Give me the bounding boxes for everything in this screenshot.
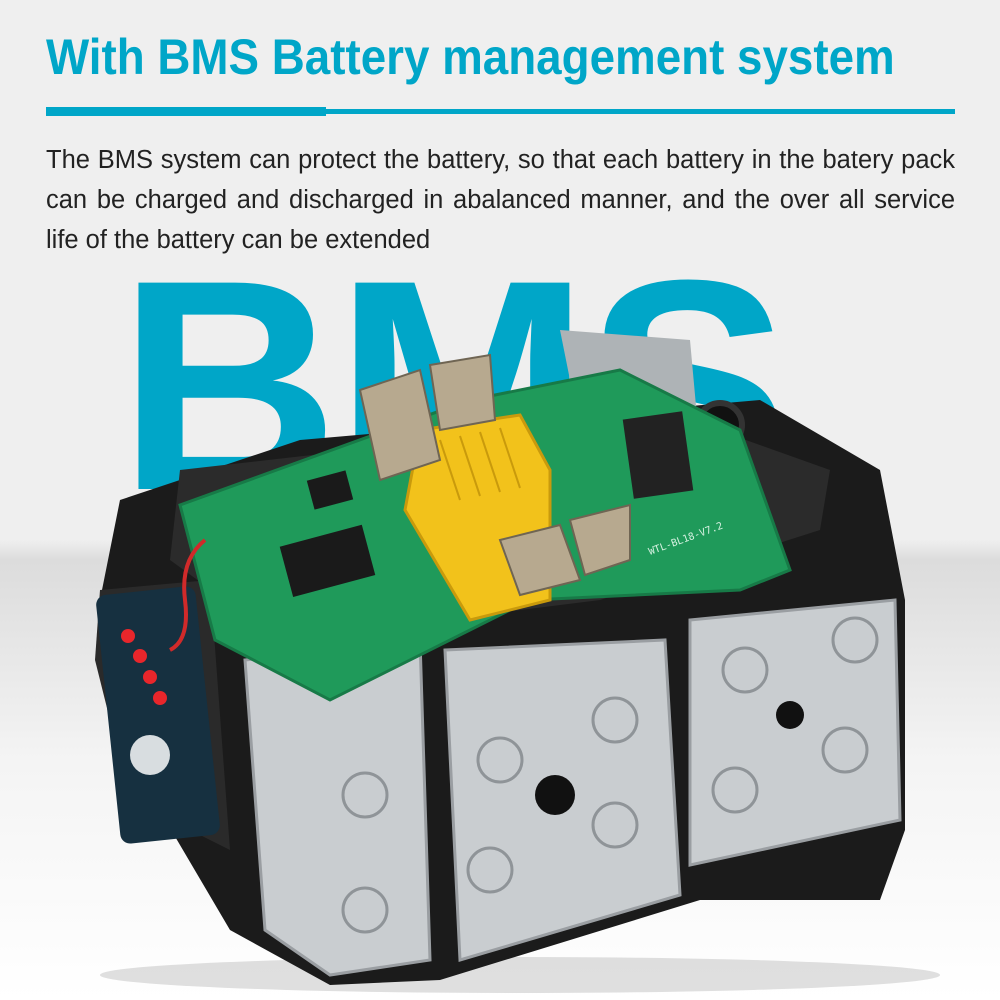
title-underline-accent bbox=[46, 107, 326, 116]
page-title: With BMS Battery management system bbox=[46, 29, 895, 85]
title-underline bbox=[326, 109, 955, 114]
description: The BMS system can protect the battery, … bbox=[46, 146, 955, 254]
